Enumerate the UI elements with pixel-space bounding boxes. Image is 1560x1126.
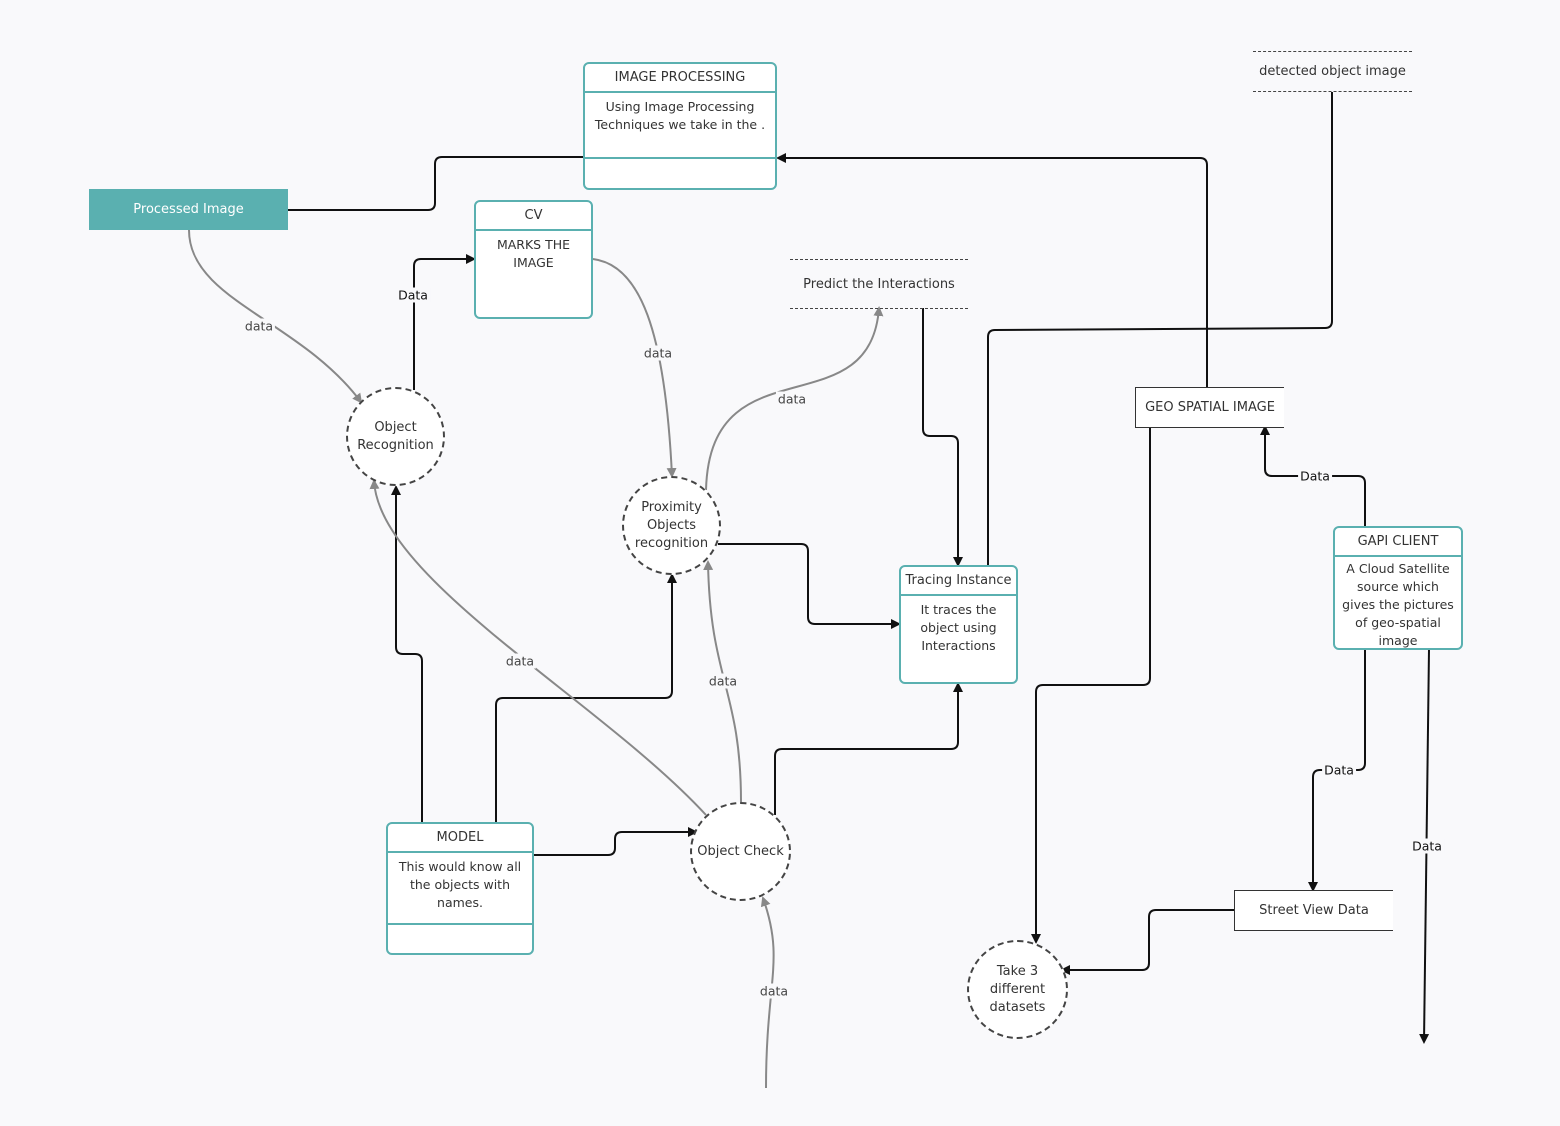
cv-process[interactable]: CV MARKS THE IMAGE [474,200,593,319]
detected-object-image-label: detected object image [1259,64,1406,79]
cv-body: MARKS THE IMAGE [496,237,571,270]
flow-model-to-objcheck [534,827,698,856]
flow-tracing-to-detected [987,92,1333,565]
object-check-label: Object Check [697,843,784,859]
take-datasets-circle[interactable]: Take 3 different datasets [967,940,1068,1039]
flow-label: data [242,318,276,334]
flow-label: data [641,345,675,361]
flow-label: Data [1298,468,1332,484]
flow-objcheck-to-tracing [774,682,963,815]
flow-objcheck-to-objrec [369,479,707,816]
flow-geo-to-imageproc [776,153,1208,387]
flow-street-to-datasets [1060,909,1234,975]
proximity-recognition-label: Proximity Objects recognition [634,499,709,551]
flow-objrec-to-cv [413,254,476,390]
flow-predict-to-tracing [922,308,963,567]
model-title: MODEL [388,824,532,853]
flow-processed-to-imageproc [288,156,583,211]
gapi-client-process[interactable]: GAPI CLIENT A Cloud Satellite source whi… [1333,526,1463,650]
geo-spatial-image-label: GEO SPATIAL IMAGE [1145,400,1275,415]
flow-label: data [775,391,809,407]
flow-label: data [503,653,537,669]
cv-title: CV [476,202,591,231]
flow-ext-to-objcheck [760,896,775,1089]
tracing-instance-body: It traces the object using Interactions [920,602,997,653]
flow-model-to-objrec [391,485,423,822]
image-processing-process[interactable]: IMAGE PROCESSING Using Image Processing … [583,62,777,190]
flow-label: data [706,673,740,689]
object-recognition-circle[interactable]: Object Recognition [346,387,445,486]
model-body: This would know all the objects with nam… [398,859,522,910]
take-datasets-label: Take 3 different datasets [989,963,1046,1015]
flow-label: Data [1322,762,1356,778]
gapi-client-title: GAPI CLIENT [1335,528,1461,557]
flow-proximity-to-predict [705,306,884,491]
flow-cv-to-proximity [592,258,677,478]
object-recognition-label: Object Recognition [357,419,434,453]
street-view-data-store[interactable]: Street View Data [1234,890,1393,931]
proximity-recognition-circle[interactable]: Proximity Objects recognition [622,476,721,575]
process-footer [585,157,775,188]
street-view-data-label: Street View Data [1259,903,1369,918]
image-processing-title: IMAGE PROCESSING [585,64,775,93]
geo-spatial-image-store[interactable]: GEO SPATIAL IMAGE [1135,387,1284,428]
tracing-instance-process[interactable]: Tracing Instance It traces the object us… [899,565,1018,684]
model-process[interactable]: MODEL This would know all the objects wi… [386,822,534,955]
object-check-circle[interactable]: Object Check [690,802,791,901]
flow-model-to-proximity [495,573,677,822]
flow-label: data [757,983,791,999]
flow-label: Data [396,287,430,303]
processed-image-label: Processed Image [133,202,244,217]
process-footer [388,923,532,953]
gapi-client-body: A Cloud Satellite source which gives the… [1342,561,1454,648]
flow-proximity-to-tracing [718,543,901,629]
flow-geo-to-datasets [1031,427,1151,944]
predict-interactions-label: Predict the Interactions [803,276,955,292]
detected-object-image-store[interactable]: detected object image [1253,51,1412,92]
tracing-instance-title: Tracing Instance [901,567,1016,596]
predict-interactions-store[interactable]: Predict the Interactions [790,259,968,309]
flow-label: Data [1410,838,1444,854]
image-processing-body: Using Image Processing Techniques we tak… [594,99,766,132]
processed-image-entity[interactable]: Processed Image [89,189,288,230]
flow-processed-to-objrec [188,229,363,404]
